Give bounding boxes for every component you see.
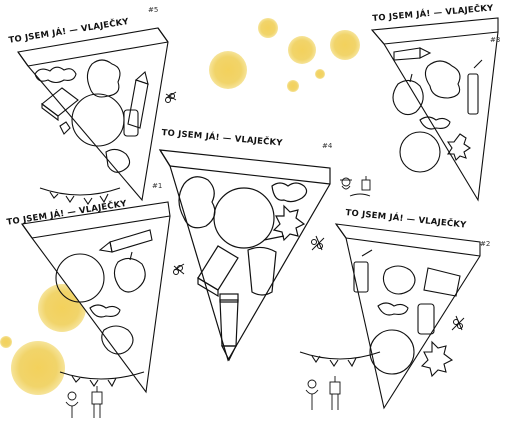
- apple-icon: [392, 73, 424, 116]
- pennant-2: [299, 223, 481, 410]
- cup-icon-2: [353, 249, 373, 293]
- bunting-icon-1: [59, 371, 145, 388]
- robot-cat-group-1: [65, 386, 103, 418]
- scissors-icon-5: [165, 91, 177, 103]
- pencil-icon-4: [219, 293, 239, 362]
- robot-cat-group-2: [305, 376, 341, 410]
- pennant-1-number: #1: [152, 182, 163, 190]
- pennant-2-number: #2: [480, 240, 491, 248]
- scissors-icon-2: [451, 315, 465, 331]
- scissors-icon-4: [311, 235, 325, 251]
- pennant-5: [17, 27, 169, 205]
- cup-icon-4: [247, 235, 285, 296]
- pencil-icon: [127, 70, 149, 129]
- scissors-icon-1: [173, 263, 185, 275]
- book-icon-4: [197, 245, 239, 298]
- pennant-4-number: #4: [322, 142, 333, 150]
- pennant-4: [158, 149, 331, 362]
- paint-splotches: [0, 18, 360, 395]
- pennant-3: [370, 17, 499, 202]
- cup-icon: [467, 59, 483, 115]
- robot-cat-group-3: [340, 176, 371, 197]
- apple-icon-1: [113, 251, 146, 293]
- bunting-icon: [39, 187, 121, 205]
- book-icon: [41, 87, 79, 122]
- pennant-5-number: #5: [148, 6, 159, 14]
- pennant-3-number: #3: [490, 36, 501, 44]
- pennant-1: [21, 201, 171, 394]
- bunting-icon-2: [299, 351, 381, 368]
